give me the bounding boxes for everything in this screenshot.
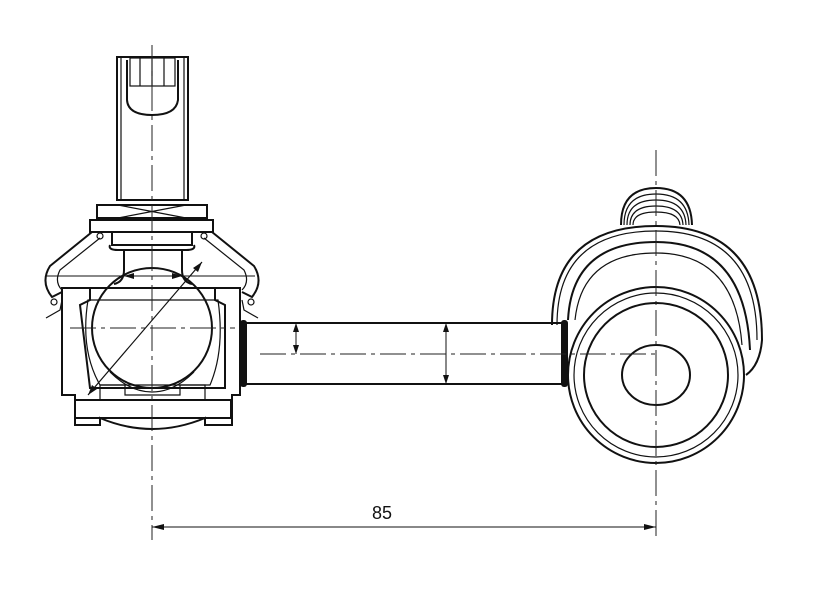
dimension-85 [152, 524, 656, 530]
centerlines [70, 45, 657, 540]
right-ball-joint [551, 186, 764, 464]
dimension-label: 85 [372, 503, 393, 523]
